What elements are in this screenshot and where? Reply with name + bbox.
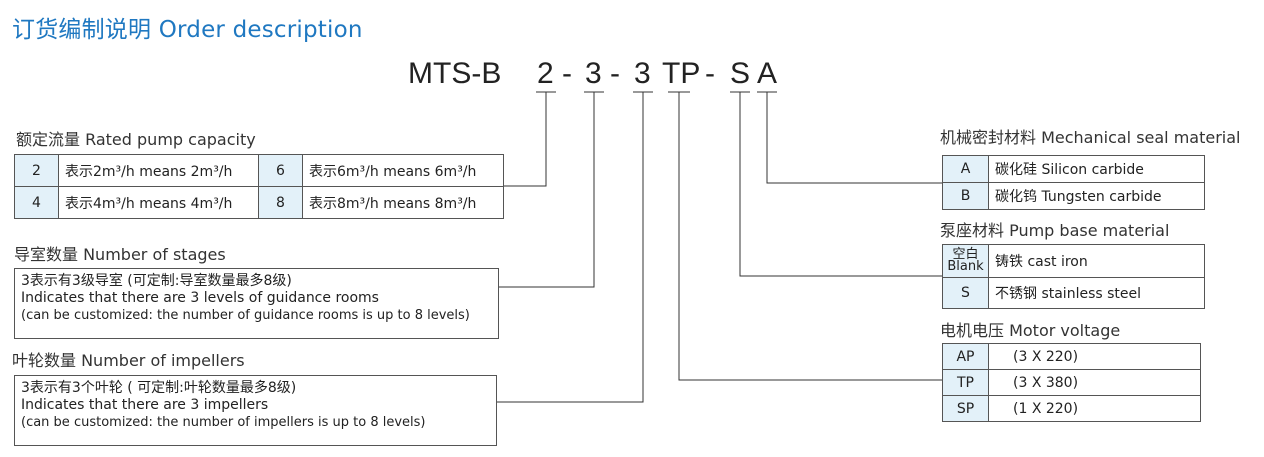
capacity-desc: 表示6m³/h means 6m³/h xyxy=(302,154,504,187)
base-key: 空白 Blank xyxy=(942,244,989,278)
capacity-key: 6 xyxy=(258,154,303,187)
seal-key: B xyxy=(942,182,989,210)
seal-label: 机械密封材料 Mechanical seal material xyxy=(940,128,1241,147)
table-row: 2 表示2m³/h means 2m³/h 6 表示6m³/h means 6m… xyxy=(14,154,504,187)
stages-line-cn: 3表示有3级导室 (可定制:导室数量最多8级) xyxy=(21,273,292,289)
impellers-line-en: Indicates that there are 3 impellers xyxy=(21,397,269,413)
capacity-key: 4 xyxy=(14,186,59,219)
model-seal-code: A xyxy=(757,57,778,90)
capacity-desc: 表示4m³/h means 4m³/h xyxy=(58,186,259,219)
connector-capacity xyxy=(503,92,547,187)
voltage-desc: (1 X 220) xyxy=(988,395,1201,422)
connector-voltage xyxy=(678,92,942,381)
model-stages-digit: 3 xyxy=(585,57,602,90)
model-voltage-code: TP xyxy=(662,57,701,90)
table-row: 空白 Blank 铸铁 cast iron xyxy=(942,244,1205,278)
impellers-line-cn: 3表示有3个叶轮 ( 可定制:叶轮数量最多8级) xyxy=(21,380,297,396)
connector-seal xyxy=(766,92,942,184)
stages-label: 导室数量 Number of stages xyxy=(14,245,226,264)
capacity-key: 8 xyxy=(258,186,303,219)
base-desc: 铸铁 cast iron xyxy=(988,244,1205,278)
stages-line-note: (can be customized: the number of guidan… xyxy=(21,308,470,323)
connector-impellers xyxy=(497,92,644,403)
impellers-description: 3表示有3个叶轮 ( 可定制:叶轮数量最多8级) Indicates that … xyxy=(14,375,497,446)
capacity-key: 2 xyxy=(14,154,59,187)
model-separator: - xyxy=(562,57,572,90)
impellers-line-note: (can be customized: the number of impell… xyxy=(21,415,426,430)
base-key-cn: 空白 xyxy=(952,247,979,262)
base-desc: 不锈钢 stainless steel xyxy=(988,277,1205,309)
voltage-label: 电机电压 Motor voltage xyxy=(940,321,1121,340)
voltage-table: AP (3 X 220) TP (3 X 380) SP (1 X 220) xyxy=(942,343,1201,422)
capacity-table: 2 表示2m³/h means 2m³/h 6 表示6m³/h means 6m… xyxy=(14,154,504,219)
base-label: 泵座材料 Pump base material xyxy=(940,221,1170,240)
model-capacity-digit: 2 xyxy=(537,57,554,90)
connector-stages xyxy=(499,92,595,288)
voltage-key: AP xyxy=(942,343,989,370)
voltage-key: SP xyxy=(942,395,989,422)
base-table: 空白 Blank 铸铁 cast iron S 不锈钢 stainless st… xyxy=(942,244,1205,309)
table-row: SP (1 X 220) xyxy=(942,395,1201,422)
seal-table: A 碳化硅 Silicon carbide B 碳化钨 Tungsten car… xyxy=(942,155,1205,210)
model-impellers-digit: 3 xyxy=(634,57,651,90)
model-separator: - xyxy=(705,57,715,90)
table-row: S 不锈钢 stainless steel xyxy=(942,277,1205,309)
stages-description: 3表示有3级导室 (可定制:导室数量最多8级) Indicates that t… xyxy=(14,268,499,339)
base-key-en: Blank xyxy=(947,259,984,274)
impellers-label: 叶轮数量 Number of impellers xyxy=(12,351,245,370)
table-row: AP (3 X 220) xyxy=(942,343,1201,370)
model-base-code: S xyxy=(730,57,751,90)
table-row: 4 表示4m³/h means 4m³/h 8 表示8m³/h means 8m… xyxy=(14,186,504,219)
seal-key: A xyxy=(942,155,989,183)
model-prefix: MTS-B xyxy=(408,57,502,90)
connector-base xyxy=(739,92,942,277)
table-row: A 碳化硅 Silicon carbide xyxy=(942,155,1205,183)
base-key: S xyxy=(942,277,989,309)
voltage-desc: (3 X 380) xyxy=(988,369,1201,396)
stages-line-en: Indicates that there are 3 levels of gui… xyxy=(21,290,379,306)
model-separator: - xyxy=(610,57,620,90)
capacity-label: 额定流量 Rated pump capacity xyxy=(16,130,256,149)
voltage-desc: (3 X 220) xyxy=(988,343,1201,370)
capacity-desc: 表示2m³/h means 2m³/h xyxy=(58,154,259,187)
seal-desc: 碳化硅 Silicon carbide xyxy=(988,155,1205,183)
capacity-desc: 表示8m³/h means 8m³/h xyxy=(302,186,504,219)
seal-desc: 碳化钨 Tungsten carbide xyxy=(988,182,1205,210)
table-row: B 碳化钨 Tungsten carbide xyxy=(942,182,1205,210)
table-row: TP (3 X 380) xyxy=(942,369,1201,396)
voltage-key: TP xyxy=(942,369,989,396)
page-title: 订货编制说明 Order description xyxy=(12,17,363,43)
